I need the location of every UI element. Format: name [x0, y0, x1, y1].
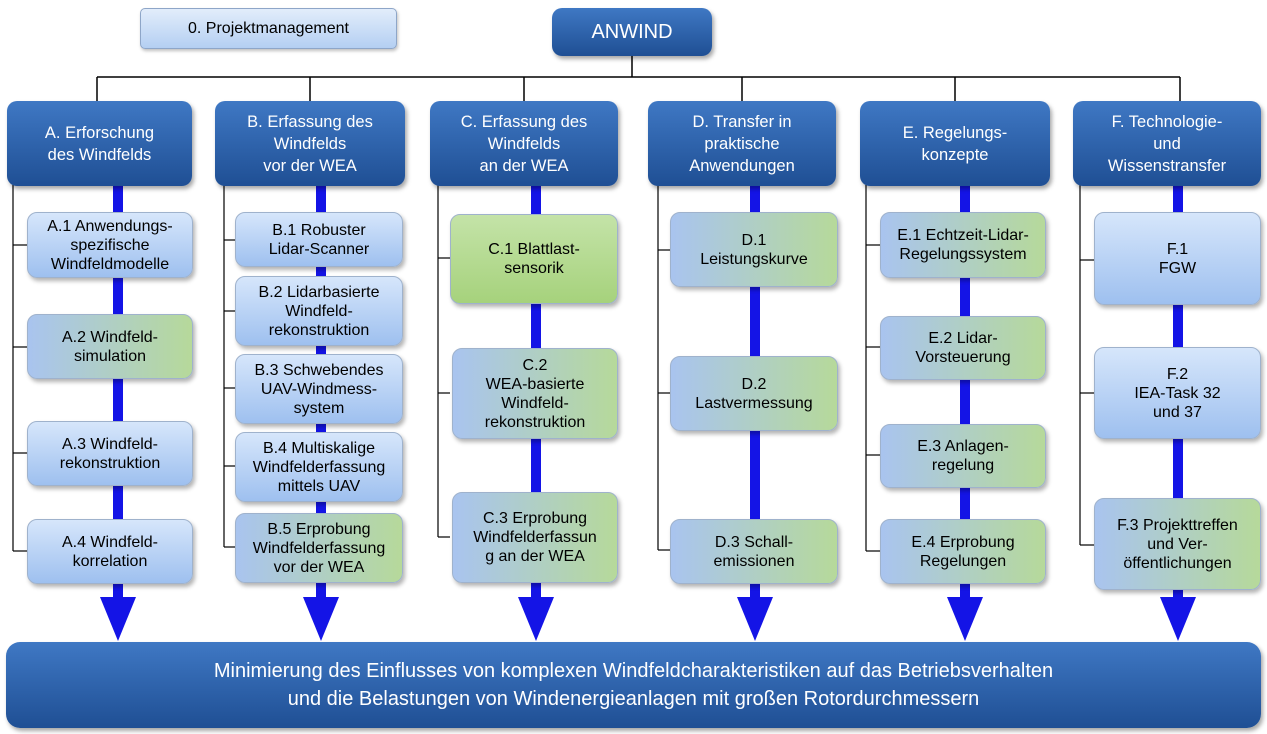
item-e3: E.3 Anlagen- regelung [880, 424, 1046, 488]
head-b: B. Erfassung des Windfelds vor der WEA [215, 101, 405, 186]
item-b2: B.2 Lidarbasierte Windfeld- rekonstrukti… [235, 276, 403, 346]
item-e2-label: E.2 Lidar- Vorsteuerung [915, 330, 1011, 366]
item-c2-label: C.2 WEA-basierte Windfeld- rekonstruktio… [484, 356, 586, 431]
item-a2-label: A.2 Windfeld- simulation [61, 328, 159, 365]
item-b5-label: B.5 Erprobung Windfelderfassung vor der … [252, 520, 386, 576]
item-e4-label: E.4 Erprobung Regelungen [911, 533, 1015, 570]
item-a4: A.4 Windfeld- korrelation [27, 519, 193, 584]
arrow-heads [100, 597, 1196, 641]
head-e: E. Regelungs- konzepte [860, 101, 1050, 186]
item-b5: B.5 Erprobung Windfelderfassung vor der … [235, 513, 403, 583]
item-b3: B.3 Schwebendes UAV-Windmess- system [235, 354, 403, 424]
item-b3-label: B.3 Schwebendes UAV-Windmess- system [254, 361, 384, 417]
item-b2-label: B.2 Lidarbasierte Windfeld- rekonstrukti… [258, 283, 380, 339]
head-f-label: F. Technologie- und Wissenstransfer [1107, 112, 1227, 175]
head-c-label: C. Erfassung des Windfelds an der WEA [460, 112, 588, 175]
head-e-label: E. Regelungs- konzepte [902, 123, 1008, 164]
item-f2: F.2 IEA-Task 32 und 37 [1094, 347, 1261, 439]
item-c2: C.2 WEA-basierte Windfeld- rekonstruktio… [452, 348, 618, 439]
item-a4-label: A.4 Windfeld- korrelation [61, 533, 159, 570]
item-e1-label: E.1 Echtzeit-Lidar- Regelungssystem [897, 227, 1029, 263]
item-f1-label: F.1 FGW [1158, 240, 1197, 277]
item-a1-label: A.1 Anwendungs- spezifische Windfeldmode… [47, 217, 173, 273]
goal-text: Minimierung des Einflusses von komplexen… [213, 660, 1054, 710]
head-d-label: D. Transfer in praktische Anwendungen [689, 112, 795, 175]
item-f2-label: F.2 IEA-Task 32 und 37 [1134, 365, 1221, 421]
item-b1-label: B.1 Robuster Lidar-Scanner [268, 221, 370, 258]
item-a3: A.3 Windfeld- rekonstruktion [27, 421, 193, 486]
item-d3: D.3 Schall- emissionen [670, 519, 838, 584]
item-f3: F.3 Projekttreffen und Ver- öffentlichun… [1094, 498, 1261, 590]
item-b4-label: B.4 Multiskalige Windfelderfassung mitte… [252, 439, 386, 495]
item-f3-label: F.3 Projekttreffen und Ver- öffentlichun… [1117, 516, 1238, 572]
anwind-title: ANWIND [591, 21, 673, 43]
item-e3-label: E.3 Anlagen- regelung [917, 438, 1009, 474]
head-a: A. Erforschung des Windfelds [7, 101, 192, 186]
item-b4: B.4 Multiskalige Windfelderfassung mitte… [235, 432, 403, 502]
item-e4: E.4 Erprobung Regelungen [880, 519, 1046, 584]
item-c1: C.1 Blattlast- sensorik [450, 214, 618, 304]
project-management-label: 0. Projektmanagement [188, 19, 349, 37]
side-brackets [12, 170, 1094, 552]
item-d2: D.2 Lastvermessung [670, 356, 838, 431]
item-d2-label: D.2 Lastvermessung [695, 375, 813, 412]
item-d3-label: D.3 Schall- emissionen [713, 533, 795, 570]
head-a-label: A. Erforschung des Windfelds [44, 123, 155, 164]
anwind-title-box: ANWIND [552, 8, 712, 56]
item-a3-label: A.3 Windfeld- rekonstruktion [59, 435, 161, 472]
item-a2: A.2 Windfeld- simulation [27, 314, 193, 379]
item-d1-label: D.1 Leistungskurve [700, 231, 808, 268]
head-c: C. Erfassung des Windfelds an der WEA [430, 101, 618, 186]
item-c3-label: C.3 Erprobung Windfelderfassun g an der … [473, 510, 597, 565]
head-f: F. Technologie- und Wissenstransfer [1073, 101, 1261, 186]
item-c3: C.3 Erprobung Windfelderfassun g an der … [452, 492, 618, 583]
project-management-box: 0. Projektmanagement [140, 8, 397, 49]
item-b1: B.1 Robuster Lidar-Scanner [235, 212, 403, 267]
item-c1-label: C.1 Blattlast- sensorik [488, 241, 580, 277]
item-e2: E.2 Lidar- Vorsteuerung [880, 316, 1046, 380]
head-b-label: B. Erfassung des Windfelds vor der WEA [247, 112, 373, 175]
head-d: D. Transfer in praktische Anwendungen [648, 101, 836, 186]
item-a1: A.1 Anwendungs- spezifische Windfeldmode… [27, 212, 193, 278]
item-e1: E.1 Echtzeit-Lidar- Regelungssystem [880, 212, 1046, 278]
item-f1: F.1 FGW [1094, 212, 1261, 305]
goal-box: Minimierung des Einflusses von komplexen… [6, 642, 1261, 728]
item-d1: D.1 Leistungskurve [670, 212, 838, 287]
